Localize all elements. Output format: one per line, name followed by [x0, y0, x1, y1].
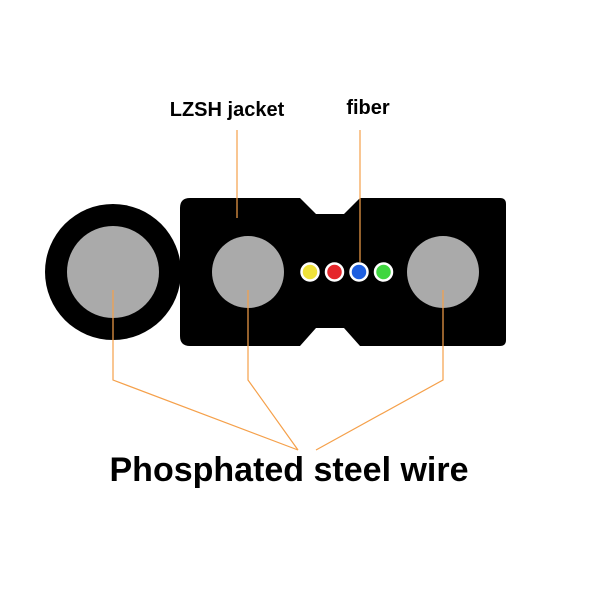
messenger-steel-wire: [67, 226, 159, 318]
fiber-yellow: [300, 262, 320, 282]
fiber-red: [324, 262, 345, 282]
steel-wire-leader-lines: [112, 290, 444, 451]
steel-wire-right: [407, 236, 479, 308]
steel-leader-middle: [247, 290, 299, 451]
fiber-label: fiber: [346, 97, 390, 119]
jacket-label: LZSH jacket: [170, 99, 285, 121]
steel-wire-label: Phosphated steel wire: [110, 451, 469, 489]
fiber-group: [300, 262, 394, 282]
steel-leader-right: [315, 290, 444, 451]
steel-leader-left: [112, 290, 299, 451]
steel-wire-left: [212, 236, 284, 308]
fiber-green: [373, 262, 394, 282]
fiber-blue: [349, 262, 369, 282]
